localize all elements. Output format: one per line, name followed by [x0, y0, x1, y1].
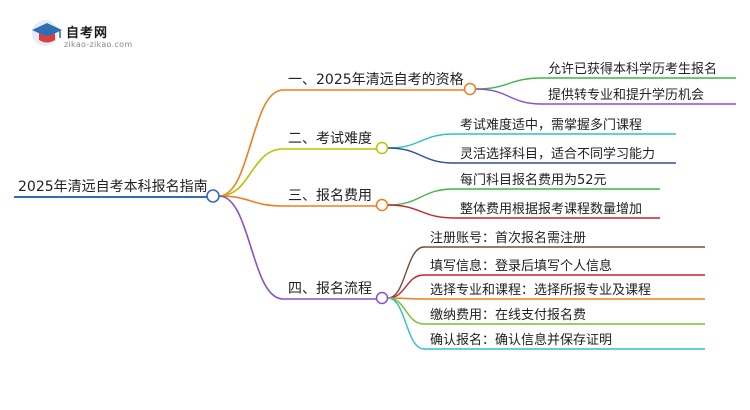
- brand-name: 自考网: [66, 26, 109, 41]
- branch-node: [375, 141, 389, 155]
- branch-label: 二、考试难度: [288, 131, 372, 147]
- leaf-connector: [387, 297, 425, 325]
- leaf-connector: [387, 188, 455, 206]
- branch-connector: [218, 195, 284, 300]
- branch-node: [375, 291, 389, 305]
- leaf-label: 确认报名：确认信息并保存证明: [430, 332, 612, 348]
- leaf-connector: [387, 297, 425, 350]
- graduation-cap-icon: [32, 20, 62, 46]
- leaf-label: 缴纳费用：在线支付报名费: [430, 307, 586, 323]
- leaf-connector: [387, 246, 425, 299]
- leaf-connector: [387, 204, 455, 219]
- leaf-connector: [475, 77, 543, 90]
- branch-label: 三、报名费用: [288, 188, 372, 204]
- branch-connector: [218, 195, 284, 207]
- branch-label: 一、2025年清远自考的资格: [288, 72, 464, 88]
- brand-url: zikao-zikao.com: [64, 40, 133, 49]
- branch-label: 四、报名流程: [288, 281, 372, 297]
- leaf-label: 灵活选择科目，适合不同学习能力: [460, 146, 655, 162]
- branch-connector: [218, 148, 284, 197]
- branch-node: [375, 198, 389, 212]
- leaf-label: 填写信息：登录后填写个人信息: [430, 258, 612, 274]
- leaf-label: 每门科目报名费用为52元: [460, 172, 607, 188]
- leaf-connector: [387, 147, 455, 164]
- leaf-label: 整体费用根据报考课程数量增加: [460, 202, 642, 217]
- leaf-label: 选择专业和课程：选择所报专业及课程: [430, 283, 651, 298]
- leaf-connector: [387, 274, 425, 299]
- leaf-label: 考试难度适中，需掌握多门课程: [460, 117, 642, 133]
- leaf-connector: [387, 133, 455, 149]
- root-node: [206, 189, 220, 203]
- branch-connector: [218, 89, 284, 197]
- leaf-label: 提供转专业和提升学历机会: [548, 87, 704, 103]
- leaf-connector: [475, 88, 543, 105]
- branch-node: [463, 82, 477, 96]
- leaf-label: 允许已获得本科学历考生报名: [548, 61, 717, 77]
- leaf-label: 注册账号：首次报名需注册: [430, 230, 586, 246]
- brand-logo: [30, 18, 64, 52]
- root-label: 2025年清远自考本科报名指南: [18, 179, 208, 195]
